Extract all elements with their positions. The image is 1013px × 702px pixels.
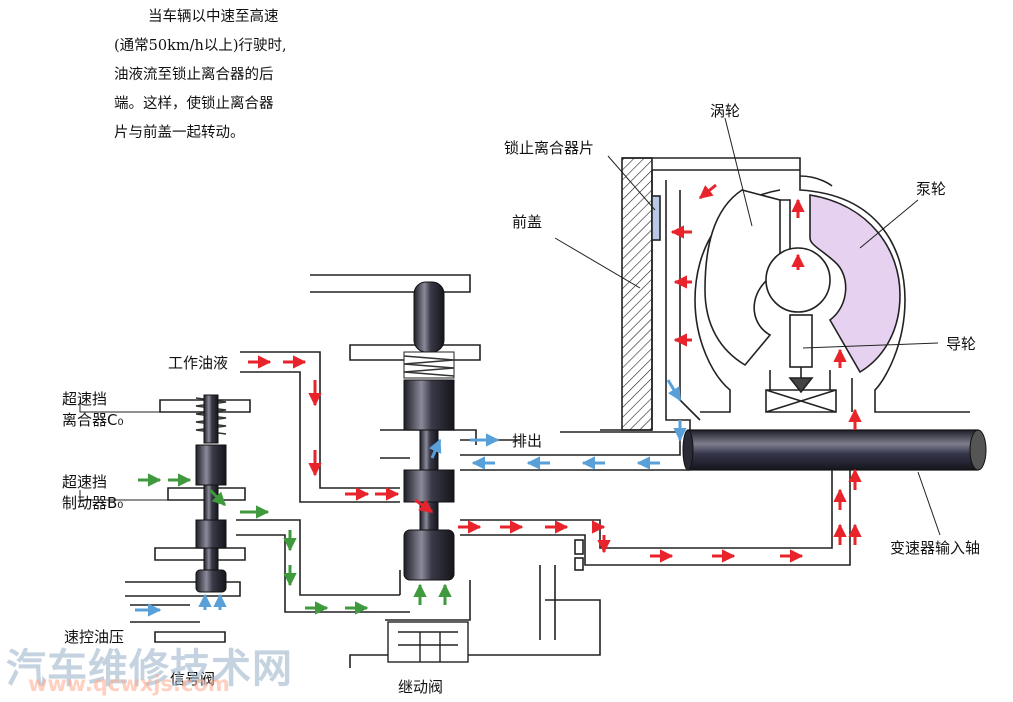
label-pump: 泵轮 — [916, 180, 947, 198]
label-turbine: 涡轮 — [710, 102, 741, 120]
leader-lines — [79, 117, 941, 536]
label-working-fluid: 工作油液 — [168, 354, 229, 372]
watermark-text: 汽车维修技术网 — [6, 646, 293, 692]
front-cover-wall — [621, 157, 653, 431]
label-front-cover: 前盖 — [512, 213, 543, 231]
signal-valve — [195, 394, 227, 593]
watermark-url: www.qcwxjs.com — [28, 672, 230, 696]
pump-impeller — [809, 194, 901, 374]
converter-housing — [622, 157, 833, 187]
flow-arrows-green — [138, 473, 452, 615]
pump-shell — [799, 176, 970, 413]
flow-arrows-blue — [135, 379, 687, 617]
label-overdrive-clutch-2: 离合器C₀ — [62, 411, 124, 429]
relay-valve-spring — [403, 355, 455, 377]
label-overdrive-brake-2: 制动器B₀ — [62, 494, 124, 512]
label-input-shaft: 变速器输入轴 — [890, 539, 981, 557]
stator-oneway-clutch — [765, 389, 837, 413]
intro-line-3: 油液流至锁止离合器的后 — [114, 67, 274, 83]
torque-converter — [600, 157, 970, 436]
label-overdrive-clutch-1: 超速挡 — [62, 390, 108, 408]
intro-line-4: 端。这样，使锁止离合器 — [114, 96, 274, 112]
intro-line-1: 当车辆以中速至高速 — [148, 9, 279, 25]
label-stator: 导轮 — [946, 335, 977, 353]
relay-valve — [403, 281, 455, 581]
input-shaft — [682, 429, 987, 471]
label-signal-valve: 信号阀 — [170, 670, 216, 688]
label-lockup-plate: 锁止离合器片 — [504, 139, 595, 157]
stator-block — [789, 314, 813, 368]
label-governor-pressure: 速控油压 — [64, 628, 125, 646]
intro-line-2: (通常50km/h以上)行驶时, — [114, 38, 287, 54]
flow-arrows-red — [248, 183, 862, 563]
intro-line-5: 片与前盖一起转动。 — [114, 125, 245, 141]
label-relay-valve: 继动阀 — [398, 678, 444, 696]
relay-valve-body — [387, 621, 469, 663]
label-overdrive-brake-1: 超速挡 — [62, 473, 108, 491]
converter-core — [765, 247, 831, 313]
lockup-clutch-plate — [651, 195, 661, 241]
label-drain: 排出 — [512, 432, 543, 450]
